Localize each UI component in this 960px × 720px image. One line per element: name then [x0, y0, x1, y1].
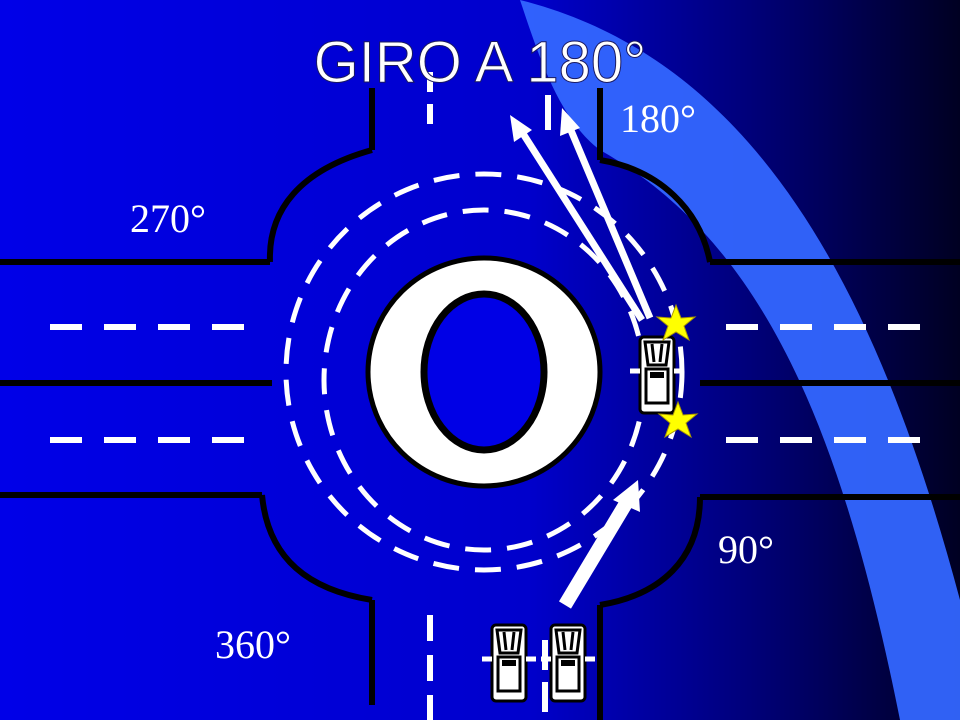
arrow-icon [510, 115, 645, 322]
arrow-icon [560, 108, 654, 320]
label-270: 270° [130, 196, 206, 241]
slide-title: GIRO A 180° [314, 30, 647, 95]
center-island-hole [420, 290, 548, 454]
label-360: 360° [215, 622, 291, 667]
direction-arrows [510, 108, 654, 609]
label-90: 90° [718, 527, 774, 572]
road-outlines [0, 88, 960, 720]
arrow-icon [558, 480, 640, 609]
label-180: 180° [620, 96, 696, 141]
approach-lane-markings [50, 72, 930, 720]
background-swoosh [520, 0, 960, 720]
